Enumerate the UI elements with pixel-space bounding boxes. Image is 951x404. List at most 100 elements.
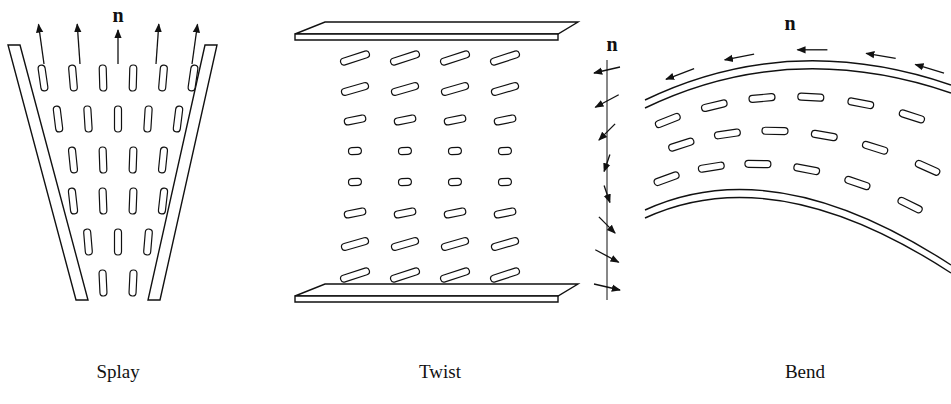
molecule-rod [490,267,521,283]
molecule-rod [129,270,137,296]
molecule-rod [440,267,471,283]
director-arrow [595,95,618,107]
molecule-rod [391,237,420,251]
axis-line [607,60,608,300]
molecule-rod [53,106,63,133]
molecule-rod [440,50,471,66]
molecule-rod [143,229,152,255]
molecule-rod [653,171,680,186]
molecule-rod [158,147,168,174]
molecule-rod [84,106,93,132]
molecule-rod [398,147,411,155]
molecule-rod [844,175,871,190]
director-label: n [606,33,617,55]
molecule-rod [811,130,838,141]
figure-caption: Twist [419,362,461,383]
molecule-rod [491,82,520,96]
molecule-rod [714,129,741,140]
splay-plate [148,45,217,300]
molecule-rod [701,99,728,112]
splay-plate [8,45,88,300]
molecule-rod [448,178,461,186]
director-arrow [156,24,159,64]
bend-plate [645,189,951,265]
director-arrow [39,24,45,64]
director-arrow [594,67,620,73]
twist-plate [295,22,578,34]
twist-plate [295,34,558,40]
twist-plate [295,296,558,302]
director-arrow [604,155,610,172]
molecule-rod [115,229,122,255]
molecule-rod [762,127,788,134]
molecule-rod [83,229,92,255]
molecule-rod [68,188,78,215]
molecule-rod [129,147,137,173]
director-arrow [666,69,694,80]
molecule-rod [394,207,417,218]
molecule-rod [444,114,467,125]
director-label: n [784,12,795,34]
molecule-rod [158,188,168,215]
director-arrow [595,250,618,262]
bend-plate [645,197,951,273]
molecule-rod [847,97,874,109]
molecule-rod [115,106,122,132]
director-arrow [797,49,827,50]
molecule-rod [390,50,421,66]
director-arrow [725,54,754,60]
molecule-rod [68,65,77,92]
molecule-rod [129,188,137,214]
molecule-rod [793,163,820,175]
molecule-rod [749,93,776,102]
molecule-rod [340,267,371,283]
splay-figure [8,24,217,300]
molecule-rod [914,159,941,176]
molecule-rod [99,147,107,173]
molecule-rod [348,178,361,186]
molecule-rod [394,114,417,125]
figure-caption: Splay [96,362,139,383]
molecule-rod [494,207,517,218]
bend-figure [645,50,951,273]
director-arrow [915,64,944,73]
molecule-rod [158,65,167,92]
molecule-rod [129,65,137,91]
director-arrow [192,24,198,64]
molecule-rod [99,65,107,91]
molecule-rod [498,178,511,186]
director-arrow [604,186,610,203]
molecule-rod [897,196,923,214]
molecule-rod [498,147,511,155]
molecule-rod [99,188,107,214]
molecule-rod [38,65,49,92]
molecule-rod [173,106,183,133]
director-label: n [112,4,123,26]
molecule-rod [344,207,367,218]
molecule-rod [391,82,420,96]
director-arrow [77,24,80,64]
molecule-rod [494,114,517,125]
twist-figure [295,22,620,302]
molecule-rod [99,270,107,296]
molecule-rod [441,237,470,251]
director-arrow [117,30,118,64]
figure-caption: Bend [785,362,825,383]
director-arrow [599,217,615,233]
director-arrow [866,53,896,58]
molecule-rod [441,82,470,96]
molecule-rod [654,112,681,128]
molecule-rod [348,147,361,155]
molecule-rod [668,137,695,152]
molecule-rod [68,147,78,174]
molecule-rod [698,162,725,173]
molecule-rod [490,50,521,66]
molecule-rod [341,237,370,251]
molecule-rod [340,50,371,66]
molecule-rod [798,93,824,101]
molecule-rod [390,267,421,283]
bend-plate [645,69,951,108]
molecule-rod [491,237,520,251]
molecule-rod [398,178,411,186]
